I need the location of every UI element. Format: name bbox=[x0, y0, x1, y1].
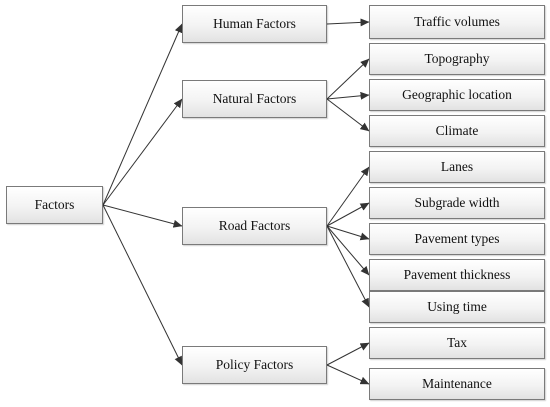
category-label: Human Factors bbox=[213, 16, 296, 31]
category-to-leaf-arrow bbox=[326, 91, 370, 100]
category-to-leaf-arrow bbox=[326, 364, 370, 385]
category-node-policy: Policy Factors bbox=[182, 346, 327, 384]
root-to-category-arrow bbox=[102, 204, 183, 366]
leaf-node-using-time: Using time bbox=[369, 291, 545, 323]
category-to-leaf-arrow bbox=[326, 225, 370, 241]
category-node-road: Road Factors bbox=[182, 207, 327, 245]
category-label: Natural Factors bbox=[212, 91, 297, 106]
leaf-node-pavement-types: Pavement types bbox=[369, 223, 545, 255]
category-node-human: Human Factors bbox=[182, 5, 327, 43]
category-to-leaf-arrow bbox=[326, 225, 370, 308]
leaf-node-pavement-thickness: Pavement thickness bbox=[369, 259, 545, 291]
category-to-leaf-arrow bbox=[326, 225, 370, 276]
category-to-leaf-arrow bbox=[326, 342, 370, 366]
category-to-leaf-arrow bbox=[326, 98, 370, 132]
category-node-natural: Natural Factors bbox=[182, 80, 327, 118]
category-to-leaf-arrow bbox=[326, 18, 370, 27]
leaf-label: Geographic location bbox=[402, 87, 512, 102]
leaf-label: Using time bbox=[427, 299, 487, 314]
leaf-label: Tax bbox=[446, 335, 468, 350]
root-node: Factors bbox=[6, 186, 103, 224]
category-label: Policy Factors bbox=[215, 357, 294, 372]
leaf-node-climate: Climate bbox=[369, 115, 545, 147]
root-to-category-arrow bbox=[102, 23, 183, 206]
leaf-label: Traffic volumes bbox=[414, 14, 500, 29]
leaf-label: Topography bbox=[424, 51, 490, 66]
leaf-label: Maintenance bbox=[422, 376, 492, 391]
leaf-node-geographic-location: Geographic location bbox=[369, 79, 545, 111]
leaf-node-topography: Topography bbox=[369, 43, 545, 75]
leaf-label: Climate bbox=[435, 123, 479, 138]
leaf-node-lanes: Lanes bbox=[369, 151, 545, 183]
leaf-label: Pavement types bbox=[414, 231, 500, 246]
root-to-category-arrow bbox=[102, 98, 183, 206]
leaf-label: Lanes bbox=[440, 159, 474, 174]
category-label: Road Factors bbox=[218, 218, 291, 233]
leaf-node-subgrade-width: Subgrade width bbox=[369, 187, 545, 219]
leaf-label: Pavement thickness bbox=[403, 267, 511, 282]
root-label: Factors bbox=[34, 197, 75, 212]
leaf-node-maintenance: Maintenance bbox=[369, 368, 545, 400]
category-to-leaf-arrow bbox=[326, 166, 370, 227]
leaf-node-tax: Tax bbox=[369, 327, 545, 359]
leaf-label: Subgrade width bbox=[414, 195, 500, 210]
root-to-category-arrow bbox=[102, 204, 183, 228]
category-to-leaf-arrow bbox=[326, 58, 370, 100]
leaf-node-traffic-volumes: Traffic volumes bbox=[369, 5, 545, 39]
category-to-leaf-arrow bbox=[326, 202, 370, 227]
